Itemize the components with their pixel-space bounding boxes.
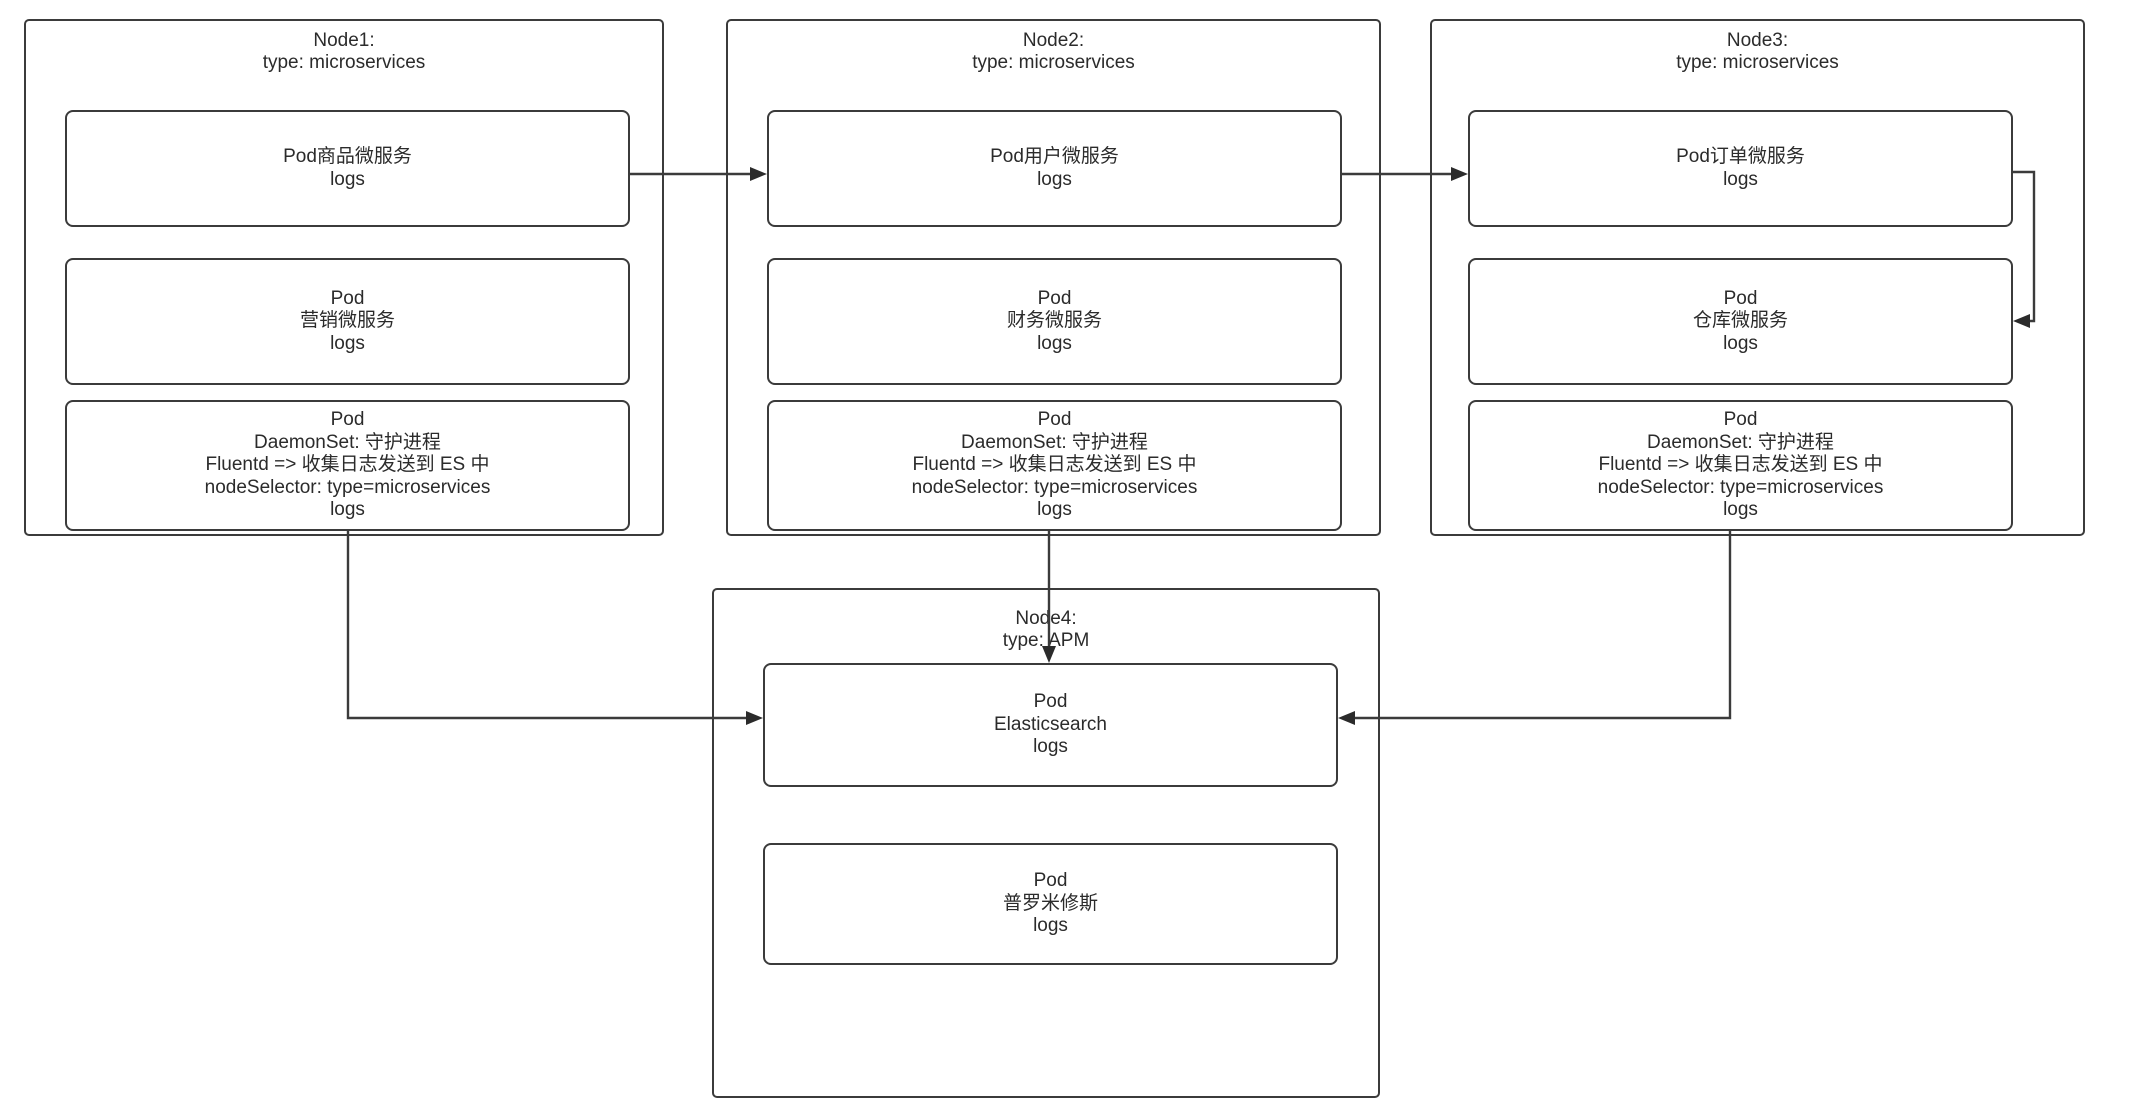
edge-node2pod3-to-elasticsearch (1042, 531, 1056, 663)
node-title-node3: Node3: type: microservices (1676, 30, 1839, 73)
node-title-node2: Node2: type: microservices (972, 30, 1135, 73)
pod-node2-用户微服务[interactable]: Pod用户微服务 logs (767, 110, 1342, 227)
edge-node2pod1-to-node3pod1 (1342, 167, 1468, 181)
edge-node1pod1-to-node2pod1 (630, 167, 767, 181)
node-title-node4: Node4: type: APM (1002, 608, 1090, 651)
edge-node3pod3-to-elasticsearch (1338, 531, 1732, 725)
node-title-node1: Node1: type: microservices (262, 30, 426, 73)
edge-node1pod3-to-elasticsearch (346, 531, 763, 725)
edge-node3pod1-to-node3pod2 (2013, 170, 2036, 328)
